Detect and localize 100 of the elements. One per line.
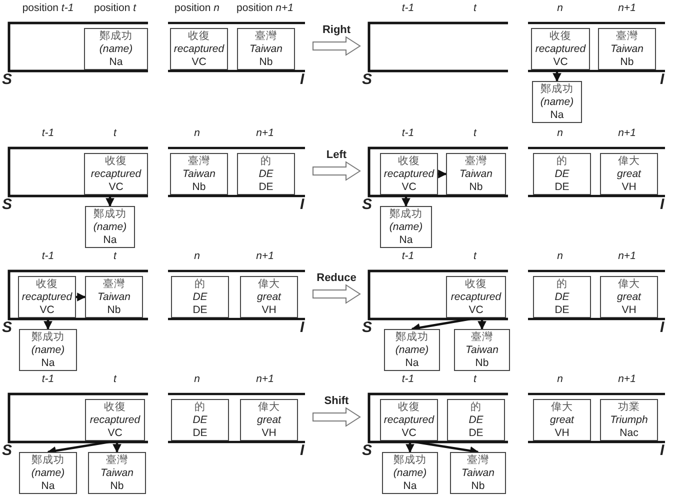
- position-label: position t: [92, 1, 138, 15]
- word-box: 的 DE DE: [171, 276, 229, 318]
- word-box: 收復 recaptured VC: [84, 153, 148, 195]
- edge-label: Left: [325, 148, 348, 162]
- position-label: n+1: [617, 1, 637, 15]
- stack-bracket: [368, 147, 508, 197]
- position-label: n+1: [255, 372, 275, 386]
- word-box: 臺灣 Taiwan Nb: [598, 28, 656, 70]
- position-label: position n: [174, 1, 220, 15]
- position-label: t: [472, 1, 478, 15]
- stack-label: S: [2, 443, 12, 459]
- position-label: t-1: [40, 249, 56, 263]
- stack-label: S: [362, 72, 372, 88]
- stack-label: S: [362, 443, 372, 459]
- dependency-arrow: [106, 195, 114, 207]
- position-label: t-1: [40, 126, 56, 140]
- position-label: t-1: [400, 126, 416, 140]
- word-box: 收復 recaptured VC: [170, 28, 228, 70]
- transition-arrow: [312, 161, 361, 181]
- transition-arrow: [312, 407, 361, 427]
- input-rails: [168, 147, 305, 197]
- word-box: 收復 recaptured VC: [531, 28, 590, 70]
- stack-bracket: [8, 22, 148, 72]
- word-box: 偉大 great VH: [600, 153, 658, 195]
- position-label: t-1: [400, 249, 416, 263]
- edge-label: Right: [321, 23, 352, 37]
- dependency-arrow: [406, 441, 414, 453]
- stack-bracket: [8, 393, 148, 443]
- stack-label: S: [2, 197, 12, 213]
- input-label: I: [300, 72, 304, 88]
- position-label: t: [472, 126, 478, 140]
- word-box: 收復 recaptured VC: [446, 276, 506, 318]
- word-box: 的 DE DE: [237, 153, 295, 195]
- position-label: n: [556, 1, 564, 15]
- input-label: I: [300, 197, 304, 213]
- word-box: 鄭成功 (name) Na: [84, 28, 148, 70]
- word-box: 臺灣 Taiwan Nb: [450, 452, 506, 494]
- input-rails: [528, 147, 665, 197]
- dependency-arrow: [76, 292, 86, 302]
- stack-label: S: [2, 320, 12, 336]
- input-label: I: [660, 72, 664, 88]
- word-box: 臺灣 Taiwan Nb: [85, 276, 143, 318]
- position-label: n: [193, 126, 201, 140]
- word-box: 偉大 great VH: [600, 276, 658, 318]
- stack-bracket: [8, 147, 148, 197]
- position-label: t: [112, 372, 118, 386]
- position-label: t-1: [400, 372, 416, 386]
- dependency-arrow: [552, 70, 562, 82]
- input-rails: [528, 393, 665, 443]
- word-box: 收復 recaptured VC: [18, 276, 76, 318]
- word-box: 偉大 great VH: [240, 276, 298, 318]
- transition-arrow: [312, 36, 361, 56]
- transition-arrow: [312, 284, 361, 304]
- dependency-arrow: [44, 318, 52, 330]
- position-label: n: [193, 372, 201, 386]
- position-label: t: [472, 372, 478, 386]
- word-box: 功業 Triumph Nac: [600, 399, 658, 441]
- word-box: 臺灣 Taiwan Nb: [446, 153, 506, 195]
- word-box: 鄭成功 (name) Na: [532, 81, 582, 123]
- input-label: I: [660, 320, 664, 336]
- word-box: 的 DE DE: [171, 399, 229, 441]
- word-box: 的 DE DE: [533, 276, 591, 318]
- input-label: I: [300, 443, 304, 459]
- stack-label: S: [2, 72, 12, 88]
- input-rails: [168, 270, 305, 320]
- edge-label: Reduce: [316, 271, 358, 285]
- position-label: n: [193, 249, 201, 263]
- word-box: 的 DE DE: [533, 153, 591, 195]
- position-label: t: [112, 249, 118, 263]
- word-box: 偉大 great VH: [240, 399, 298, 441]
- edge-label: Shift: [323, 394, 350, 408]
- stack-bracket: [368, 270, 508, 320]
- position-label: n+1: [255, 249, 275, 263]
- dependency-arrow: [478, 318, 486, 330]
- position-label: t: [112, 126, 118, 140]
- word-box: 鄭成功 (name) Na: [19, 452, 77, 494]
- position-label: n: [556, 372, 564, 386]
- word-box: 收復 recaptured VC: [380, 153, 438, 195]
- dependency-arrow: [112, 441, 122, 453]
- word-box: 收復 recaptured VC: [85, 399, 145, 441]
- stack-bracket: [8, 270, 148, 320]
- word-box: 臺灣 Taiwan Nb: [88, 452, 146, 494]
- word-box: 收復 recaptured VC: [380, 399, 438, 441]
- position-label: t: [472, 249, 478, 263]
- input-rails: [528, 22, 665, 72]
- position-label: position n+1: [236, 1, 294, 15]
- input-label: I: [300, 320, 304, 336]
- position-label: n+1: [617, 249, 637, 263]
- input-rails: [528, 270, 665, 320]
- position-label: n+1: [255, 126, 275, 140]
- stack-bracket: [368, 393, 508, 443]
- input-label: I: [660, 197, 664, 213]
- dependency-arrow: [438, 170, 447, 178]
- position-label: n: [556, 126, 564, 140]
- word-box: 鄭成功 (name) Na: [382, 452, 438, 494]
- position-label: t-1: [40, 372, 56, 386]
- input-rails: [168, 22, 305, 72]
- word-box: 偉大 great VH: [533, 399, 591, 441]
- position-label: n: [556, 249, 564, 263]
- input-label: I: [660, 443, 664, 459]
